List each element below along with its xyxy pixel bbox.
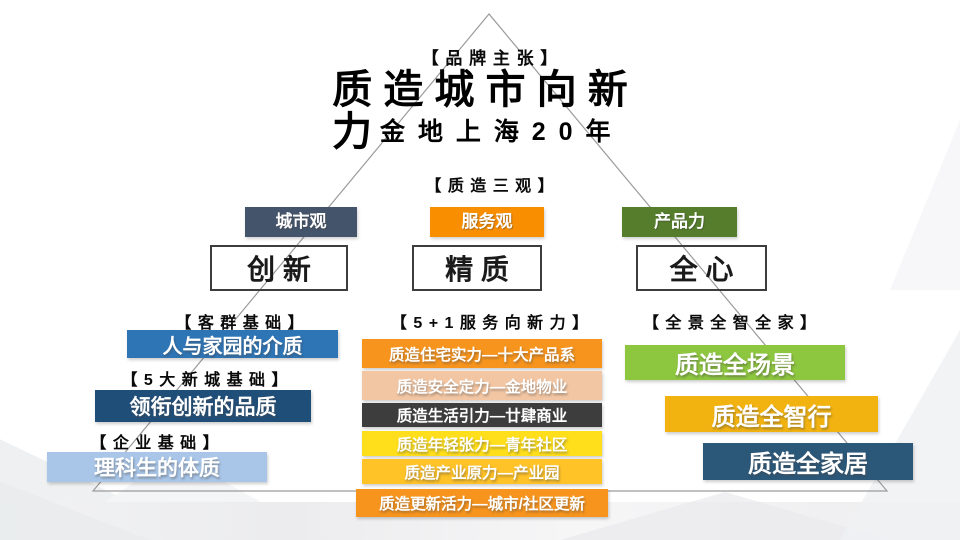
service-bar-housing: 质造住宅实力—十大产品系	[362, 339, 602, 368]
newtown-base-bar: 领衔创新的品质	[95, 390, 311, 422]
service-bar-safety: 质造安全定力—金地物业	[362, 371, 602, 400]
three-views-heading: 【 质 造 三 观 】	[425, 178, 555, 195]
panorama-heading: 【 全 景 全 智 全 家 】	[642, 315, 818, 332]
background-facet	[840, 330, 960, 540]
brand-claim-heading: 【 品 牌 主 张 】	[421, 49, 559, 68]
services-heading: 【 5 + 1 服 务 向 新 力 】	[390, 315, 590, 332]
pillar-service-value-box: 精 质	[412, 245, 542, 291]
pillar-city-label: 城市观	[245, 207, 357, 237]
main-title-subtitle: 金 地 上 海 2 0 年	[380, 118, 614, 146]
panorama-bar-scene: 质造全场景	[625, 345, 845, 380]
panorama-bar-home: 质造全家居	[703, 443, 913, 480]
main-title-line2-char: 力	[332, 110, 372, 154]
pillar-product-label: 产品力	[622, 207, 737, 237]
main-title-line2: 力 金 地 上 海 2 0 年	[332, 112, 613, 152]
service-bar-life: 质造生活引力—廿肆商业	[362, 403, 602, 427]
main-title-line1: 质 造 城 市 向 新	[332, 68, 628, 112]
service-bar-industry: 质造产业原力—产业园	[362, 459, 602, 484]
enterprise-base-bar: 理科生的体质	[47, 452, 267, 482]
service-bar-renewal: 质造更新活力—城市/社区更新	[356, 489, 608, 517]
pillar-product-value-box: 全 心	[636, 245, 767, 291]
pillar-city-value-box: 创 新	[210, 245, 348, 291]
service-bar-youth: 质造年轻张力—青年社区	[362, 431, 602, 456]
newtown-base-heading: 【 5 大 新 城 基 础 】	[121, 372, 289, 389]
enterprise-base-heading: 【 企 业 基 础 】	[90, 435, 220, 452]
panorama-bar-mobility: 质造全智行	[665, 396, 878, 432]
pillar-service-label: 服务观	[430, 207, 544, 237]
background-facet	[890, 120, 960, 290]
customer-base-bar: 人与家园的介质	[127, 330, 338, 358]
